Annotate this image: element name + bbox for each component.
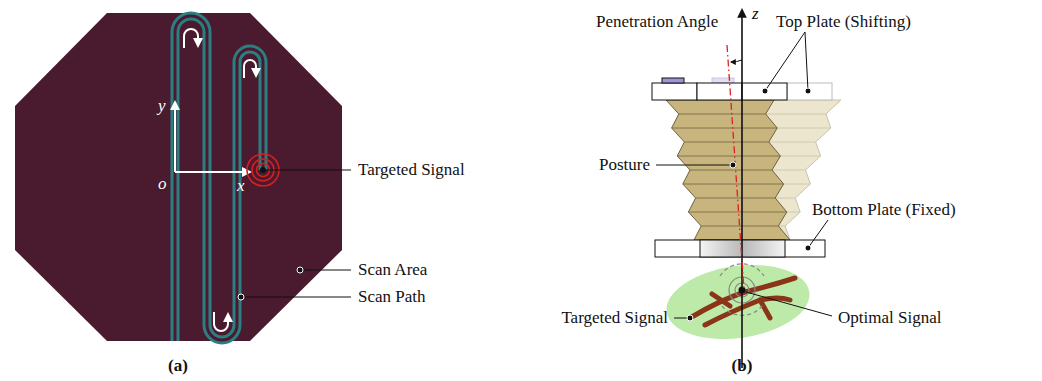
leader-lines	[656, 32, 832, 318]
posture	[666, 100, 841, 240]
y-axis	[174, 102, 176, 172]
part-label: Top Plate (Shifting)	[776, 13, 911, 32]
bellows-fold	[690, 170, 772, 171]
origin-label: o	[158, 175, 167, 194]
axis-label: x	[237, 177, 245, 196]
targeted-signal-region	[662, 256, 815, 347]
bellows-fold	[683, 184, 784, 185]
leader-dots	[687, 88, 811, 321]
direction-arrow	[244, 60, 256, 78]
part-label: Posture	[599, 156, 650, 175]
bellows-fold	[701, 226, 778, 227]
axis-label: y	[158, 97, 166, 116]
part-label: Targeted Signal	[358, 161, 465, 180]
bellows-fold	[679, 114, 766, 115]
scan-area	[15, 13, 342, 341]
panel-label: (b)	[732, 357, 753, 376]
direction-arrow	[214, 312, 228, 331]
leader-lines	[241, 170, 351, 297]
leader-dots	[238, 267, 303, 300]
angle-arc	[731, 60, 742, 62]
bellows	[666, 100, 790, 240]
direction-arrow	[184, 29, 198, 48]
bellows-fold	[688, 212, 786, 213]
part-label: Optimal Signal	[838, 309, 941, 328]
top-plate	[652, 78, 787, 100]
bottom-plate	[655, 240, 825, 257]
part-label: Penetration Angle	[596, 13, 718, 32]
z-axis	[741, 10, 743, 368]
penetration-line	[727, 45, 744, 290]
bellows-fold	[677, 156, 780, 157]
bellows-fold	[696, 198, 776, 199]
part-label: Bottom Plate (Fixed)	[812, 201, 956, 220]
part-label: Scan Path	[358, 288, 426, 307]
part-label: Scan Area	[358, 261, 427, 280]
bellows-fold	[672, 128, 778, 129]
bellows-fold	[684, 142, 768, 143]
x-axis	[175, 171, 250, 173]
panel-label: (a)	[168, 357, 188, 376]
axis-label: z	[752, 5, 759, 24]
part-label: Targeted Signal	[561, 309, 668, 328]
